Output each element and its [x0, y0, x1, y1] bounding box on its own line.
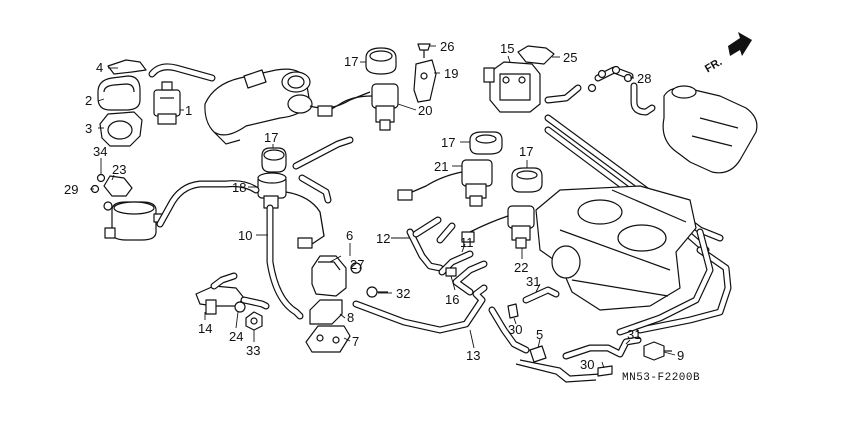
callout-18: 18	[232, 180, 246, 195]
callout-31-b: 31	[627, 327, 641, 342]
callout-16: 16	[445, 292, 459, 307]
part-canister-valve	[104, 201, 163, 241]
callout-26: 26	[440, 39, 454, 54]
part-holder-17-top	[365, 47, 397, 75]
callout-32: 32	[396, 286, 410, 301]
callout-6: 6	[346, 228, 353, 243]
callout-21: 21	[434, 159, 448, 174]
callout-10: 10	[238, 228, 252, 243]
callout-27: 27	[350, 257, 364, 272]
callout-33: 33	[246, 343, 260, 358]
callout-2: 2	[85, 93, 92, 108]
part-exhaust-pipe	[662, 85, 758, 174]
part-control-unit-27	[311, 255, 347, 297]
callout-3: 3	[85, 121, 92, 136]
callout-19: 19	[444, 66, 458, 81]
part-bracket-4	[107, 59, 147, 75]
callout-17-right: 17	[519, 144, 533, 159]
callout-4: 4	[96, 60, 103, 75]
part-intake-manifold	[204, 68, 313, 145]
part-pad-8	[309, 299, 343, 325]
front-arrow-label: FR.	[703, 56, 724, 75]
callout-7: 7	[352, 334, 359, 349]
part-nut-33	[245, 311, 263, 331]
callout-8: 8	[347, 310, 354, 325]
leader-lines	[90, 45, 676, 369]
part-cap-2	[97, 75, 141, 111]
part-bolt-26	[417, 43, 431, 58]
part-bracket-7	[305, 325, 351, 353]
diagram-code: MN53-F2200B	[622, 372, 700, 384]
part-bolt-32	[366, 286, 388, 298]
callout-25: 25	[563, 50, 577, 65]
part-clamp-24	[234, 301, 246, 313]
callout-17-mid: 17	[264, 130, 278, 145]
callout-31-a: 31	[526, 274, 540, 289]
part-holder-17-mid	[261, 147, 287, 173]
callout-5: 5	[536, 327, 543, 342]
connector	[297, 237, 313, 249]
callout-11: 11	[460, 235, 474, 250]
callout-13: 13	[466, 348, 480, 363]
callout-28: 28	[637, 71, 651, 86]
part-plate-3	[99, 111, 143, 147]
part-valve-20	[329, 83, 399, 131]
callout-14: 14	[198, 321, 212, 336]
part-valve-22	[507, 205, 535, 249]
callout-17-center: 17	[441, 135, 455, 150]
callout-labels: 1 2 3 4 5 6 7 8 9 10 11 12 13 14 15 16 1…	[64, 39, 684, 372]
part-cylinder-head	[535, 185, 697, 311]
part-joint-14	[195, 272, 270, 315]
callout-12: 12	[376, 231, 390, 246]
part-joint-16	[445, 267, 457, 277]
callout-9: 9	[677, 348, 684, 363]
callout-24: 24	[229, 329, 243, 344]
callout-17-top: 17	[344, 54, 358, 69]
part-clamp-5	[529, 345, 547, 363]
connector	[461, 231, 475, 243]
part-holder-17-center	[469, 131, 503, 155]
callout-30-b: 30	[580, 357, 594, 372]
callout-23: 23	[112, 162, 126, 177]
part-joint-30-a	[507, 303, 519, 319]
part-control-box-15	[483, 61, 541, 113]
connector	[397, 189, 413, 201]
part-bracket-19	[413, 59, 437, 103]
part-nut-6	[350, 262, 362, 274]
callout-29: 29	[64, 182, 78, 197]
part-holder-17-right	[511, 167, 543, 193]
part-bolt-34-29	[90, 173, 106, 194]
part-solenoid-1	[153, 81, 181, 125]
callout-20: 20	[418, 103, 432, 118]
part-valve-21	[461, 159, 493, 207]
callout-30-a: 30	[508, 322, 522, 337]
callout-22: 22	[514, 260, 528, 275]
front-direction-arrow: FR.	[703, 32, 752, 75]
part-bracket-23	[103, 175, 133, 211]
part-bolt-9	[643, 341, 672, 361]
part-connector-25	[517, 45, 555, 65]
callout-34: 34	[93, 144, 107, 159]
part-joint-30-b	[597, 365, 613, 377]
callout-15: 15	[500, 41, 514, 56]
part-valve-18	[257, 172, 287, 209]
callout-1: 1	[185, 103, 192, 118]
connector	[317, 105, 333, 117]
